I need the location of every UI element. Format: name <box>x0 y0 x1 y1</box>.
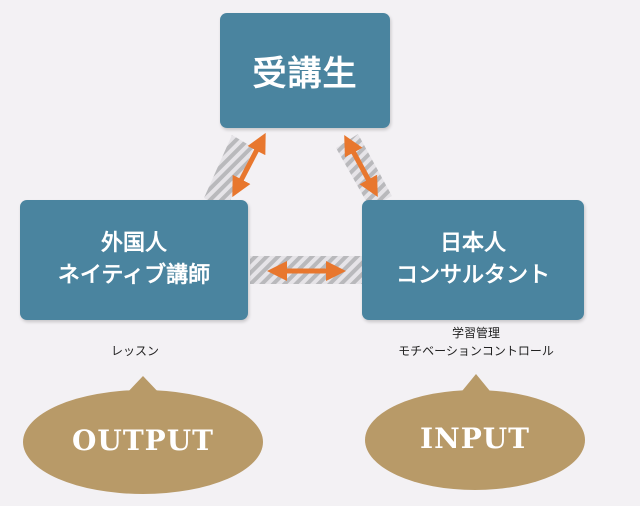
input-label: INPUT <box>420 422 530 455</box>
consultant-role-note: 学習管理 モチベーションコントロール <box>356 324 596 360</box>
output-oval: OUTPUT <box>23 390 263 494</box>
foreign-teacher-label-line2: ネイティブ講師 <box>57 263 211 288</box>
output-label: OUTPUT <box>72 424 214 457</box>
consultant-role-line2: モチベーションコントロール <box>398 344 554 358</box>
arrow-student-teacher <box>232 132 266 198</box>
consultant-role-line1: 学習管理 <box>451 326 500 340</box>
student-box: 受講生 <box>220 13 390 128</box>
output-oval-shape <box>23 390 263 494</box>
input-oval-shape <box>365 390 585 490</box>
teacher-role-line1: レッスン <box>110 344 159 358</box>
output-pointer <box>124 376 162 396</box>
student-label: 受講生 <box>252 54 358 94</box>
japanese-consultant-box: 日本人 コンサルタント <box>362 200 584 320</box>
consultant-label-line2: コンサルタント <box>395 263 550 288</box>
consultant-label-line1: 日本人 <box>439 231 506 256</box>
input-oval: INPUT <box>365 390 585 490</box>
foreign-teacher-label-line1: 外国人 <box>100 231 167 256</box>
arrow-student-consultant <box>344 134 378 198</box>
teacher-role-note: レッスン <box>60 342 210 360</box>
foreign-teacher-box: 外国人 ネイティブ講師 <box>20 200 248 320</box>
input-pointer <box>458 374 494 396</box>
